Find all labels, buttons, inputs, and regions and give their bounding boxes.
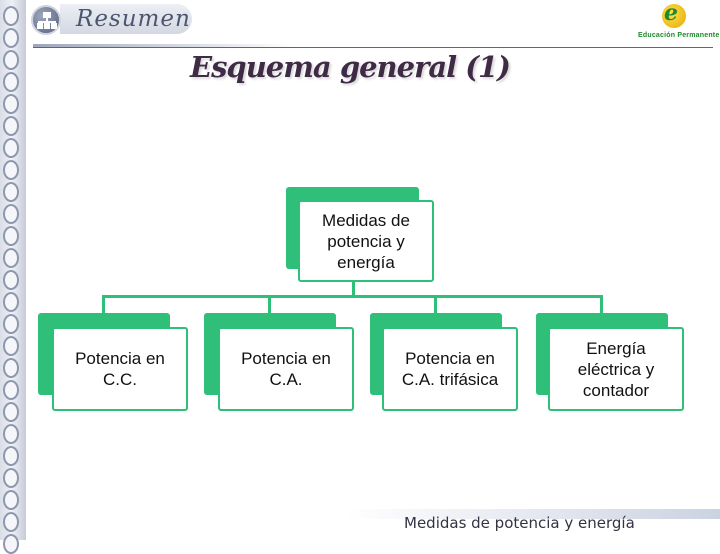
binding-loop bbox=[3, 490, 19, 510]
binding-loop bbox=[3, 94, 19, 114]
binding-loop bbox=[3, 204, 19, 224]
binding-loop bbox=[3, 50, 19, 70]
connector-drop-4 bbox=[600, 295, 603, 313]
footer-band bbox=[345, 509, 720, 519]
binding-loop bbox=[3, 270, 19, 290]
binding-loop bbox=[3, 160, 19, 180]
child-node: Energía eléctrica y contador bbox=[548, 327, 684, 411]
binding-loop bbox=[3, 358, 19, 378]
child-node-label: Energía eléctrica y contador bbox=[577, 338, 655, 400]
root-node-label: Medidas de potencia y energía bbox=[322, 210, 410, 272]
binding-loop bbox=[3, 292, 19, 312]
logo-letter: e bbox=[664, 0, 678, 26]
binding-loop bbox=[3, 314, 19, 334]
binding-loop bbox=[3, 512, 19, 532]
root-node: Medidas de potencia y energía bbox=[298, 200, 434, 282]
child-node-label: Potencia en C.C. bbox=[75, 349, 165, 389]
binding-loop bbox=[3, 402, 19, 422]
binding-loop bbox=[3, 248, 19, 268]
logo-text: Educación Permanente bbox=[638, 32, 720, 39]
footer-text: Medidas de potencia y energía bbox=[404, 514, 635, 532]
binding-loop bbox=[3, 6, 19, 26]
binding-loop bbox=[3, 468, 19, 488]
binding-loop bbox=[3, 226, 19, 246]
binding-loop bbox=[3, 116, 19, 136]
educacion-permanente-logo bbox=[662, 4, 686, 28]
binding-loop bbox=[3, 28, 19, 48]
hierarchy-diagram: Medidas de potencia y energía Potencia e… bbox=[38, 187, 684, 411]
hierarchy-icon bbox=[31, 5, 61, 35]
child-node: Potencia en C.A. bbox=[218, 327, 354, 411]
binding-loop bbox=[3, 424, 19, 444]
connector-horizontal bbox=[102, 295, 603, 298]
spiral-binding bbox=[0, 0, 26, 554]
header-accent-line bbox=[33, 44, 293, 47]
binding-loop bbox=[3, 138, 19, 158]
child-node-label: Potencia en C.A. trifásica bbox=[401, 349, 499, 389]
section-title: Resumen bbox=[76, 6, 191, 32]
child-node: Potencia en C.C. bbox=[52, 327, 188, 411]
binding-loop bbox=[3, 336, 19, 356]
child-node-label: Potencia en C.A. bbox=[241, 349, 331, 389]
connector-drop-3 bbox=[434, 295, 437, 313]
binding-loop bbox=[3, 446, 19, 466]
binding-loop bbox=[3, 182, 19, 202]
header-rule bbox=[33, 47, 713, 48]
connector-root-stem bbox=[352, 282, 355, 297]
header-pill bbox=[60, 4, 192, 34]
binding-loop bbox=[3, 72, 19, 92]
connector-drop-2 bbox=[268, 295, 271, 313]
binding-loop bbox=[3, 380, 19, 400]
slide-title: Esquema general (1) bbox=[190, 50, 511, 84]
connector-drop-1 bbox=[102, 295, 105, 313]
child-node: Potencia en C.A. trifásica bbox=[382, 327, 518, 411]
